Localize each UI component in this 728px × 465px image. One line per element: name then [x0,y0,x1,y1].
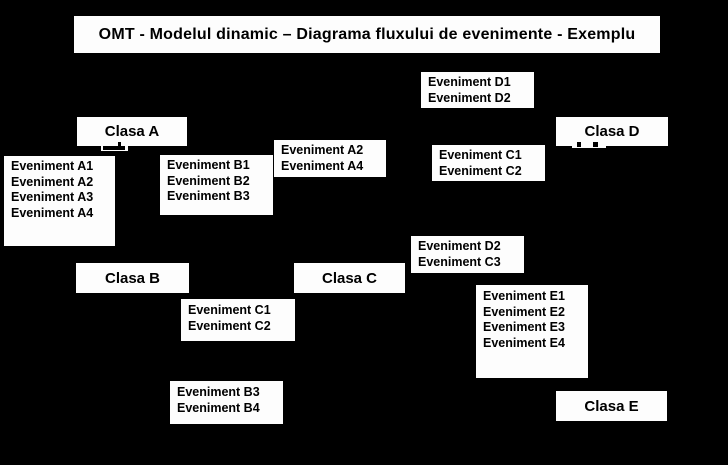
class-label: Clasa D [584,123,640,140]
event-label: Eveniment C1 [188,303,271,317]
event-label: Eveniment C1 [439,148,522,162]
event-label: Eveniment E3 [483,320,565,335]
event-label: Eveniment C2 [188,318,271,333]
event-box-c1-c2-top: Eveniment C1 Eveniment C2 [432,145,545,181]
event-box-b3-b4: Eveniment B3 Eveniment B4 [170,381,283,424]
event-box-d1-d2: Eveniment D1 Eveniment D2 [421,72,534,108]
event-label: Eveniment A2 [11,174,94,189]
event-label: Eveniment B4 [177,400,260,415]
event-label: Eveniment C2 [439,163,522,178]
event-label: Eveniment A4 [281,158,364,173]
event-box-c1-c2-bottom: Eveniment C1 Eveniment C2 [181,299,295,341]
event-box-a2-a4: Eveniment A2 Eveniment A4 [274,140,386,177]
event-label: Eveniment B1 [167,158,250,172]
event-label: Eveniment D2 [418,239,501,253]
title-bar: OMT - Modelul dinamic – Diagrama fluxulu… [74,16,660,53]
event-label: Eveniment B3 [177,385,260,399]
event-box-d2-c3: Eveniment D2 Eveniment C3 [411,236,524,273]
class-box-clasa-c: Clasa C [294,263,405,293]
class-box-clasa-b: Clasa B [76,263,189,293]
class-box-clasa-d: Clasa D [556,117,668,146]
event-label: Eveniment A4 [11,206,94,221]
event-box-e1-e4: Eveniment E1 Eveniment E2 Eveniment E3 E… [476,285,588,378]
class-label: Clasa E [584,397,639,415]
event-label: Eveniment D1 [428,75,511,89]
event-box-b1-b3: Eveniment B1 Eveniment B2 Eveniment B3 [160,155,273,215]
class-label: Clasa B [104,269,161,287]
class-label: Clasa C [321,269,378,287]
event-label: Eveniment E1 [483,289,565,303]
event-label: Eveniment E2 [483,304,565,319]
title-text: OMT - Modelul dinamic – Diagrama fluxulu… [98,25,636,43]
event-label: Eveniment D2 [428,90,511,105]
class-box-clasa-a: Clasa A [77,117,187,146]
event-label: Eveniment B3 [167,189,250,204]
event-box-a1-a4: Eveniment A1 Eveniment A2 Eveniment A3 E… [4,156,115,246]
event-label: Eveniment A1 [11,159,94,173]
class-box-clasa-e: Clasa E [556,391,667,421]
event-label: Eveniment A3 [11,190,94,205]
event-label: Eveniment E4 [483,336,565,351]
class-label: Clasa A [104,123,160,140]
event-label: Eveniment B2 [167,173,250,188]
event-label: Eveniment C3 [418,254,501,269]
event-label: Eveniment A2 [281,143,364,157]
